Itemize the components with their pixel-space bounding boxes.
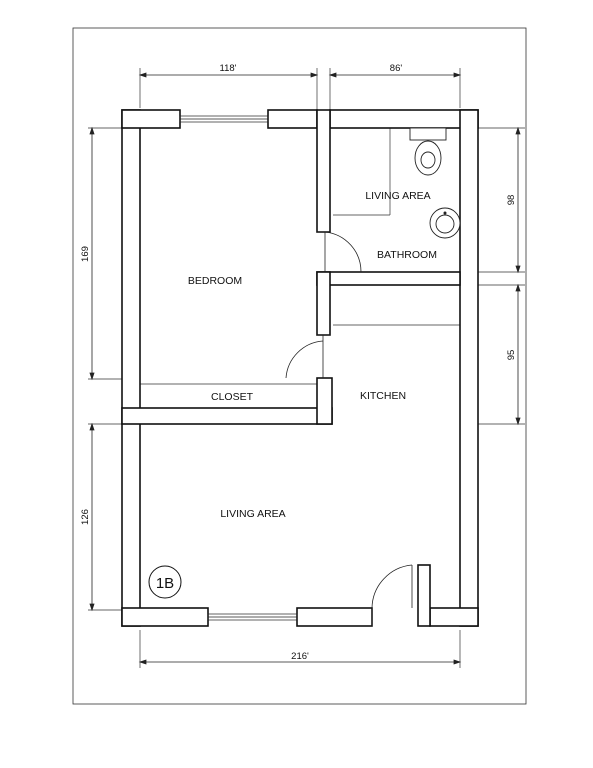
sheet-border (72, 27, 527, 705)
dimension-left-upper: 169 (80, 246, 91, 262)
sink-icon (429, 207, 461, 239)
room-label-living-area: LIVING AREA (220, 508, 285, 520)
room-label-kitchen: KITCHEN (360, 390, 406, 402)
room-label-bathroom: BATHROOM (377, 249, 437, 261)
room-label-closet: CLOSET (211, 391, 254, 403)
toilet-icon (409, 127, 447, 176)
room-label-living-area-top: LIVING AREA (365, 190, 430, 202)
dimension-left-lower: 126 (80, 509, 91, 525)
walls (121, 109, 479, 627)
dimension-right-lower: 95 (506, 350, 517, 361)
windows (179, 115, 298, 621)
dimension-lines (89, 72, 521, 665)
dimension-top-right: 86' (390, 63, 403, 74)
unit-badge-circle (148, 565, 182, 599)
dimension-right-upper: 98 (506, 195, 517, 206)
unit-badge: 1B (156, 575, 174, 592)
dimension-bottom: 216' (291, 651, 309, 662)
doors (285, 231, 413, 626)
room-label-bedroom: BEDROOM (188, 275, 242, 287)
dimension-top-left: 118' (220, 63, 237, 74)
